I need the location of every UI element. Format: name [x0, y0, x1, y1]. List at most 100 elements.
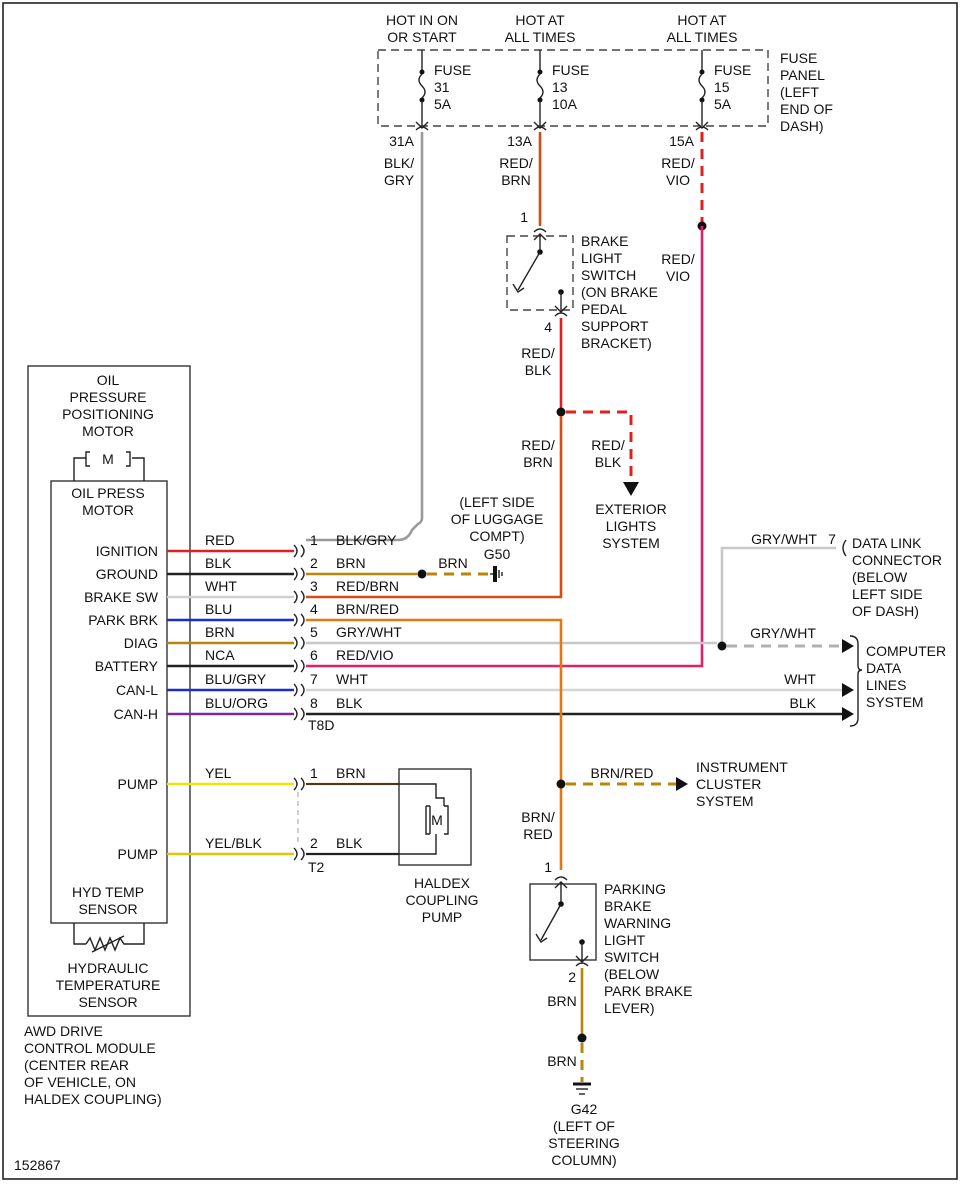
text-line: SYSTEM: [696, 793, 754, 809]
text-line: 5A: [434, 96, 452, 112]
exterior-arrow: [623, 482, 639, 496]
pin-out-wire: RED/BRN: [336, 578, 399, 594]
wire-blk-gry-fuse31: [306, 132, 424, 542]
text-line: PARK BRAKE: [604, 983, 692, 999]
text-line: BRACKET): [581, 335, 652, 351]
pin-wire-color: BLU/GRY: [205, 671, 267, 687]
text-line: FUSE: [714, 62, 751, 78]
pump-pin-name: PUMP: [118, 776, 158, 792]
text-line: MOTOR: [82, 423, 134, 439]
text-line: OF VEHICLE, ON: [24, 1074, 136, 1090]
text-line: RED/: [591, 437, 625, 453]
text-line: PANEL: [780, 67, 825, 83]
connector-male: [300, 707, 305, 721]
text-line: VIO: [666, 172, 690, 188]
text-line: PUMP: [422, 909, 462, 925]
connector-female: [293, 659, 298, 673]
brake-switch-pin-top: 1: [520, 209, 528, 225]
text-line: RED/: [521, 437, 555, 453]
module-inner: [50, 480, 168, 924]
pin-name: BATTERY: [95, 658, 159, 674]
text-line: 10A: [552, 96, 578, 112]
pin-number: 2: [310, 555, 318, 571]
diagram-id: 152867: [14, 1157, 61, 1173]
text-line: HYD TEMP: [72, 884, 144, 900]
text-line: COMPT): [469, 528, 524, 544]
pump-wire-color: YEL/BLK: [205, 835, 262, 851]
brake-switch-pin-bottom: 4: [544, 319, 552, 335]
connector-male: [300, 636, 305, 650]
wire-red-vio-fuse15: [306, 226, 704, 668]
text-line: VIO: [666, 268, 690, 284]
text-line: HALDEX: [414, 875, 471, 891]
text-line: BRAKE: [604, 898, 651, 914]
text-line: (CENTER REAR: [24, 1057, 129, 1073]
connector-male: [300, 847, 305, 861]
wire-red-brn-to-pin3: [306, 416, 563, 599]
park-switch-pin-top: 1: [544, 859, 552, 875]
text-line: COMPUTER: [866, 643, 946, 659]
connector-male: [300, 544, 305, 558]
text-line: MOTOR: [82, 502, 134, 518]
connector-male: [300, 683, 305, 697]
pin-name: BRAKE SW: [84, 589, 159, 605]
text-line: BRAKE: [581, 233, 628, 249]
dlc-wire-label: GRY/WHT: [751, 531, 817, 547]
text-line: HOT AT: [677, 12, 727, 28]
pin-number: 8: [310, 695, 318, 711]
park-switch-out-wire2-label: BRN: [547, 1053, 577, 1069]
park-switch-out-wire-label: BRN: [547, 993, 577, 1009]
text-line: BLK: [595, 454, 622, 470]
connector-female: [293, 544, 298, 558]
text-line: RED/: [521, 345, 555, 361]
wire-red-blk-exterior: [566, 410, 633, 482]
connector-female: [293, 777, 298, 791]
wire-gry-wht-dlc: [720, 546, 836, 646]
text-line: FUSE: [552, 62, 589, 78]
pin-name: GROUND: [96, 566, 158, 582]
text-line: STEERING: [548, 1135, 620, 1151]
connector-male: [300, 777, 305, 791]
text-line: (LEFT OF: [553, 1118, 615, 1134]
text-line: BRN/: [521, 809, 555, 825]
pin-wire-color: BRN: [205, 624, 235, 640]
connector-male: [300, 567, 305, 581]
pump-wire-color: YEL: [205, 765, 232, 781]
pin-number: 7: [310, 671, 318, 687]
text-line: DATA LINK: [852, 535, 922, 551]
pin-name: IGNITION: [96, 543, 158, 559]
text-line: SENSOR: [78, 994, 137, 1010]
text-line: FUSE: [434, 62, 471, 78]
fuse31-wire-label: BLK/GRY: [384, 155, 415, 188]
pin-out-wire: BLK: [336, 695, 363, 711]
park-switch-wire-in-label: BRN/RED: [521, 809, 555, 842]
text-line: END OF: [780, 101, 833, 117]
dlc-pin: 7: [828, 531, 836, 547]
text-line: OF DASH): [852, 603, 919, 619]
text-line: SWITCH: [581, 267, 636, 283]
text-line: OF LUGGAGE: [451, 511, 544, 527]
pin-out-wire: BRN: [336, 555, 366, 571]
text-line: SENSOR: [78, 901, 137, 917]
pump-pin-name: PUMP: [118, 846, 158, 862]
pump-pin-number: 1: [310, 765, 318, 781]
text-line: HOT IN ON: [386, 12, 458, 28]
text-line: POSITIONING: [62, 406, 154, 422]
